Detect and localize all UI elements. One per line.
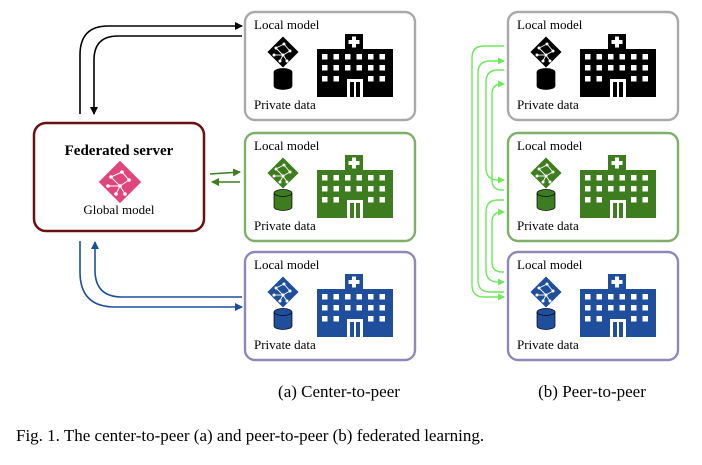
private-data-label: Private data [254,218,316,233]
peer-to-peer-arrows [471,45,505,301]
database-icon [536,68,556,90]
hospital-icon [580,34,656,97]
local-model-icon [267,276,299,308]
private-data-label: Private data [254,337,316,352]
hospital-icon [317,274,393,337]
database-icon [536,308,556,330]
local-model-label: Local model [517,257,583,272]
local-model-label: Local model [517,17,583,32]
peer-arrow-bottom-middle [491,208,505,273]
peer-arrow-middle-bottom [485,199,505,286]
server-to-black-arrow [79,22,243,114]
private-data-label: Private data [517,337,579,352]
server-title: Federated server [65,143,174,159]
database-icon [273,68,293,90]
caption-b: (b) Peer-to-peer [538,382,646,401]
private-data-label: Private data [517,218,579,233]
local-model-label: Local model [254,138,320,153]
local-model-label: Local model [254,257,320,272]
local-model-label: Local model [517,138,583,153]
private-data-label: Private data [254,97,316,112]
hospital-icon [580,274,656,337]
database-icon [273,308,293,330]
global-model-icon [98,160,142,204]
hospital-icon [580,155,656,218]
database-icon [536,189,556,211]
hospital-icon [317,34,393,97]
figure-caption: Fig. 1. The center-to-peer (a) and peer-… [16,426,484,445]
peer-arrow-top-bottom [471,45,505,301]
server-to-blue-arrow [79,241,243,311]
center-to-peer-arrows [79,22,243,311]
peer-arrow-top-middle [485,69,505,184]
black-to-server-arrow [90,35,242,115]
peer-arrow-bottom-top [477,57,505,293]
private-data-label: Private data [517,97,579,112]
database-icon [273,189,293,211]
local-model-label: Local model [254,17,320,32]
caption-a: (a) Center-to-peer [278,382,400,401]
local-model-icon [267,157,299,189]
peer-arrow-middle-top [491,80,505,191]
blue-to-server-arrow [91,241,242,298]
global-model-label: Global model [83,202,155,217]
federated-server: Federated server Global model [32,121,206,233]
local-model-icon [267,36,299,68]
server-to-green-arrow [209,168,241,177]
hospital-icon [317,155,393,218]
